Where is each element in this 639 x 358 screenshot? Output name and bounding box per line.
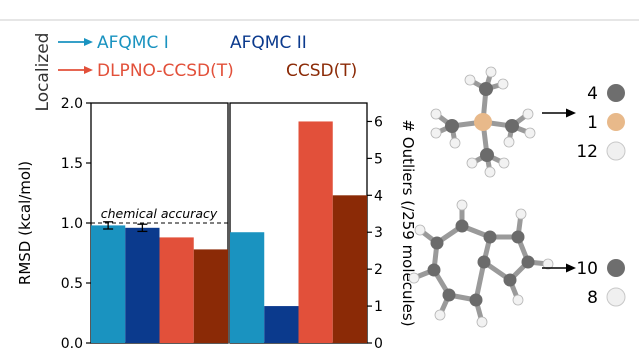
outliers-bar-3	[332, 195, 367, 343]
legend-entry-1: AFQMC II	[230, 33, 307, 53]
outliers-ytick-label-6: 6	[374, 114, 383, 130]
outliers-ytick-label-3: 3	[374, 225, 383, 241]
molecule-2-count-1: 8	[587, 288, 598, 308]
outliers-bar-1	[264, 306, 299, 343]
composition-arrow-2	[542, 263, 576, 273]
rmsd-ytick-label-2: 1.0	[61, 216, 83, 232]
rmsd-ytick-label-3: 1.5	[61, 156, 83, 172]
molecule-1-count-1: 1	[587, 113, 598, 133]
rmsd-bar-1	[125, 227, 160, 343]
chemical-accuracy-label: chemical accuracy	[101, 206, 218, 221]
composition-arrow-1	[542, 108, 576, 118]
molecule-2-composition: 108	[576, 259, 626, 308]
rmsd-bar-2	[159, 237, 194, 343]
outliers-bar-0	[230, 232, 265, 343]
rmsd-bar-0	[91, 225, 126, 343]
molecule-1-count-2: 12	[576, 142, 598, 162]
legend-side-label: Localized	[33, 33, 53, 112]
molecule-1-count-0: 4	[587, 84, 598, 104]
legend: Localized AFQMC I AFQMC II DLPNO-CCSD(T) CC…	[33, 33, 357, 112]
rmsd-ytick-label-4: 2.0	[61, 96, 83, 112]
rmsd-ytick-label-1: 0.5	[61, 276, 83, 292]
legend-arrowhead-0	[84, 38, 93, 46]
molecule-2-structure	[408, 199, 554, 328]
outliers-panel: 0 1 2 3 4 5 6 # Outliers (/259 molecules)	[229, 102, 417, 352]
outliers-ytick-label-0: 0	[374, 336, 383, 352]
rmsd-ytick-label-0: 0.0	[61, 336, 83, 352]
outliers-ytick-label-4: 4	[374, 188, 383, 204]
legend-arrowhead-2	[84, 66, 93, 74]
rmsd-errorbar-1	[137, 223, 148, 233]
legend-entry-2: DLPNO-CCSD(T)	[97, 61, 234, 81]
outliers-ytick-label-2: 2	[374, 262, 383, 278]
rmsd-bar-3	[193, 249, 228, 343]
molecule-1-atom-icon-2	[606, 141, 626, 161]
molecule-2-count-0: 10	[576, 259, 598, 279]
outliers-bar-2	[298, 121, 333, 343]
legend-entry-0: AFQMC I	[97, 33, 169, 53]
outliers-ytick-label-5: 5	[374, 151, 383, 167]
molecule-2-atom-icon-0	[607, 259, 625, 277]
rmsd-panel: 0.0 0.5 1.0 1.5 2.0 RMSD (kcal/mol) chemical…	[16, 96, 229, 352]
legend-entry-3: CCSD(T)	[286, 61, 357, 81]
molecule-1-composition: 4 1 12	[576, 84, 626, 162]
outliers-ylabel: # Outliers (/259 molecules)	[399, 119, 417, 326]
molecule-1-atom-icon-1	[607, 113, 625, 131]
molecule-2-atom-icon-1	[606, 287, 626, 307]
molecule-1-atom-icon-0	[607, 84, 625, 102]
molecule-1-structure	[430, 66, 536, 178]
outliers-ytick-label-1: 1	[374, 299, 383, 315]
rmsd-ylabel: RMSD (kcal/mol)	[16, 161, 34, 285]
